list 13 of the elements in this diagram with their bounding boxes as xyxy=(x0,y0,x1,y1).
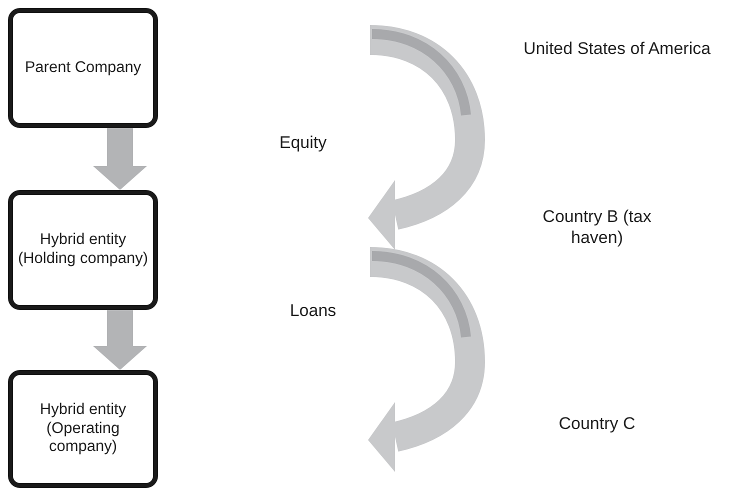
box-label: Parent Company xyxy=(24,58,142,78)
flow-label: Equity xyxy=(278,132,328,154)
flow-label: Loans xyxy=(288,300,338,322)
block-arrow xyxy=(93,310,147,370)
box-label: Hybrid entity (Holding company) xyxy=(16,231,150,269)
block-arrow xyxy=(93,128,147,190)
country-label: Country C xyxy=(558,413,636,434)
entity-box xyxy=(8,190,158,310)
country-label: Country B (tax haven) xyxy=(542,206,652,248)
entity-box xyxy=(8,370,158,488)
entity-box xyxy=(8,8,158,128)
box-label: Hybrid entity (Operating company) xyxy=(38,401,128,457)
country-label: United States of America xyxy=(522,38,712,60)
